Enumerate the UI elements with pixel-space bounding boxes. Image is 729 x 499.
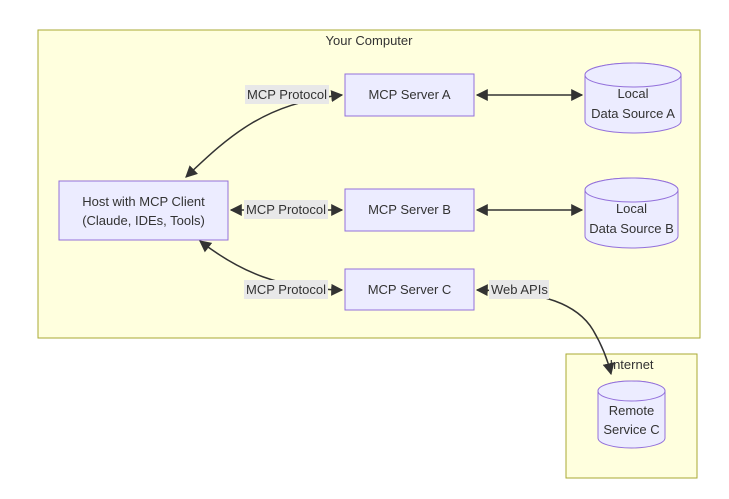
cylinder-label-local-data-source-b: Local Data Source B xyxy=(585,178,678,254)
cluster-title-internet: Internet xyxy=(609,357,654,372)
host-label-line2: (Claude, IDEs, Tools) xyxy=(82,212,205,228)
node-mcp-server-b xyxy=(344,188,475,232)
data-source-b-line1: Local xyxy=(615,201,648,216)
node-label-mcp-server-a: MCP Server A xyxy=(345,74,474,116)
edge-label-web-apis: Web APIs xyxy=(489,280,549,299)
cylinder-local-data-source-b xyxy=(584,177,679,249)
mcp-server-c-text: MCP Server C xyxy=(367,281,452,297)
edge-label-mcp-protocol-c: MCP Protocol xyxy=(244,280,328,299)
data-source-b-line2: Data Source B xyxy=(589,221,674,236)
node-mcp-server-c xyxy=(344,268,475,311)
node-label-host: Host with MCP Client (Claude, IDEs, Tool… xyxy=(59,181,228,240)
cylinder-local-data-source-a xyxy=(584,62,682,134)
cluster-title-your-computer: Your Computer xyxy=(325,33,413,48)
mcp-server-b-text: MCP Server B xyxy=(368,202,451,218)
data-source-a-line1: Local xyxy=(617,86,649,101)
host-label-line1: Host with MCP Client xyxy=(82,193,205,209)
edge-label-mcp-protocol-a: MCP Protocol xyxy=(245,85,329,104)
data-source-a-line2: Data Source A xyxy=(591,106,675,121)
node-mcp-server-a xyxy=(344,73,475,117)
remote-service-c-line1: Remote xyxy=(608,402,655,418)
node-host-with-mcp-client xyxy=(58,180,229,241)
cylinder-label-local-data-source-a: Local Data Source A xyxy=(585,63,681,139)
node-label-mcp-server-b: MCP Server B xyxy=(345,189,474,231)
node-label-mcp-server-c: MCP Server C xyxy=(345,269,474,310)
cylinder-remote-service-c xyxy=(597,380,666,449)
edge-label-mcp-protocol-b: MCP Protocol xyxy=(244,200,328,219)
remote-service-c-line2: Service C xyxy=(603,421,660,437)
mcp-server-a-text: MCP Server A xyxy=(368,87,451,103)
cylinder-label-remote-service-c: Remote Service C xyxy=(598,381,665,453)
